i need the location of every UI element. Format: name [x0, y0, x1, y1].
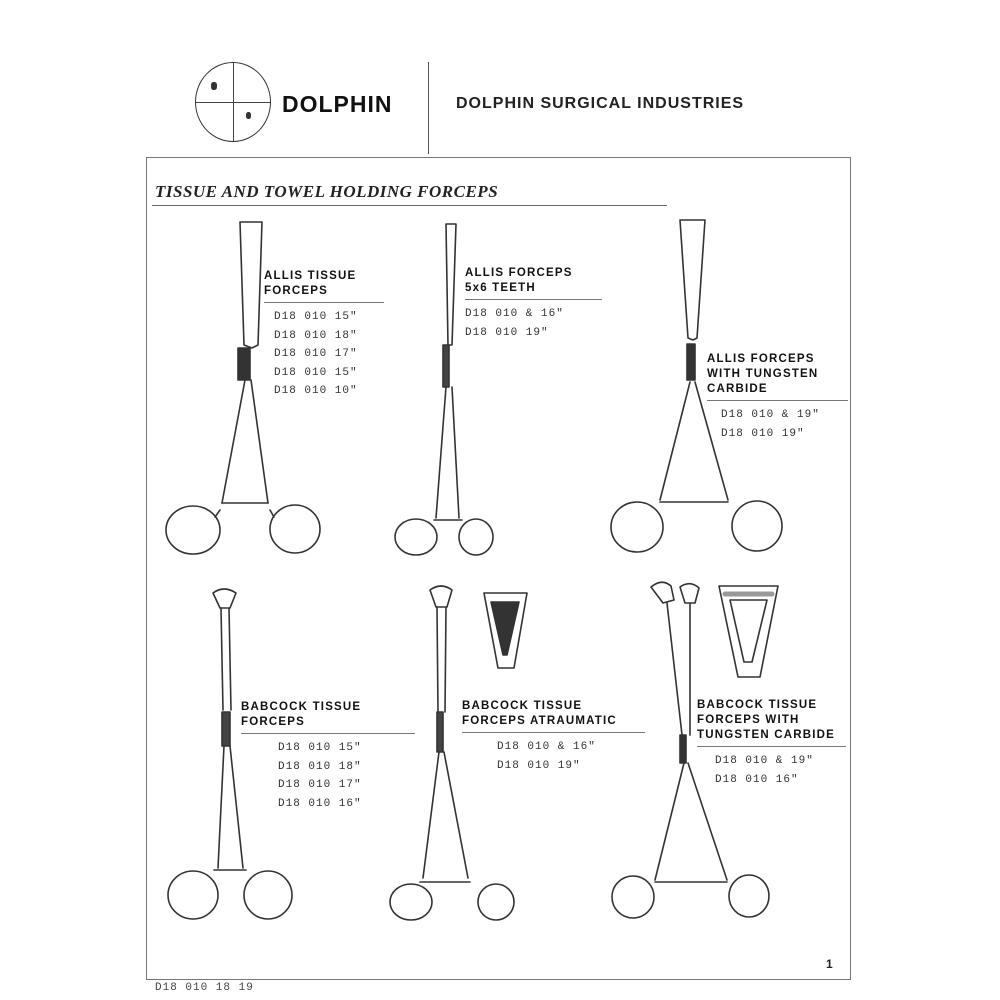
size-code: D18 010 & 19" [715, 755, 814, 767]
size-code: D18 010 19" [721, 427, 805, 440]
page-number: 1 [826, 957, 833, 971]
item-name: BABCOCK TISSUE [462, 700, 583, 712]
item-name: FORCEPS [264, 285, 328, 297]
label-rule [707, 400, 848, 401]
size-code: D18 010 16" [278, 797, 362, 810]
title-rule [152, 205, 667, 206]
size-code: D18 010 19" [465, 326, 549, 339]
item-name: TUNGSTEN CARBIDE [697, 729, 836, 741]
item-name: FORCEPS WITH [697, 714, 800, 726]
label-rule [462, 732, 645, 733]
babcock-tc-drawing [611, 581, 779, 919]
allis-forceps-5x6-drawing [394, 223, 494, 556]
item-name: CARBIDE [707, 383, 768, 395]
item-babcock-tc: BABCOCK TISSUE FORCEPS WITH TUNGSTEN CAR… [697, 698, 846, 789]
allis-forceps-tc-drawing [610, 219, 783, 553]
item-babcock-atraumatic: BABCOCK TISSUE FORCEPS ATRAUMATIC D18 01… [462, 699, 645, 775]
item-name: FORCEPS [241, 716, 305, 728]
dolphin-logo-icon [195, 62, 271, 142]
item-name: BABCOCK TISSUE [241, 701, 362, 713]
section-title: TISSUE AND TOWEL HOLDING FORCEPS [155, 182, 499, 201]
label-rule [465, 299, 602, 300]
size-code: D18 010 & 16" [465, 308, 564, 320]
size-code: D18 010 18" [274, 329, 358, 342]
label-rule [264, 302, 384, 303]
babcock-atraumatic-drawing [389, 585, 528, 921]
size-code: D18 010 15" [274, 366, 358, 379]
item-name: WITH TUNGSTEN [707, 368, 819, 380]
babcock-tissue-forceps-drawing [167, 588, 293, 920]
size-code: D18 010 16" [715, 773, 799, 786]
label-rule [697, 746, 846, 747]
item-name: 5x6 TEETH [465, 282, 536, 294]
size-code: D18 010 15" [278, 742, 362, 754]
size-code: D18 010 & 19" [721, 409, 820, 421]
item-name: ALLIS TISSUE [264, 270, 357, 282]
size-code: D18 010 18" [278, 760, 362, 773]
size-code: D18 010 17" [278, 779, 362, 791]
item-babcock-tissue-forceps: BABCOCK TISSUE FORCEPS D18 010 15" D18 0… [241, 700, 415, 813]
item-name: BABCOCK TISSUE [697, 699, 818, 711]
header-divider [428, 62, 429, 154]
size-code: D18 010 10" [274, 385, 358, 397]
item-allis-forceps-5x6: ALLIS FORCEPS 5x6 TEETH D18 010 & 16" D1… [465, 266, 602, 342]
footer-code: D18 010 18 19 [155, 982, 254, 994]
size-code: D18 010 17" [274, 348, 358, 360]
allis-tissue-forceps-drawing [165, 221, 321, 555]
item-allis-tissue-forceps: ALLIS TISSUE FORCEPS D18 010 15" D18 010… [264, 269, 384, 401]
brand-name: DOLPHIN [282, 91, 393, 117]
item-name: FORCEPS ATRAUMATIC [462, 715, 617, 727]
item-allis-forceps-tc: ALLIS FORCEPS WITH TUNGSTEN CARBIDE D18 … [707, 352, 848, 443]
size-code: D18 010 15" [274, 311, 358, 323]
item-name: ALLIS FORCEPS [707, 353, 815, 365]
label-rule [241, 733, 415, 734]
catalog-frame [146, 157, 851, 980]
company-name: DOLPHIN SURGICAL INDUSTRIES [456, 95, 745, 112]
size-code: D18 010 19" [497, 759, 581, 772]
size-code: D18 010 & 16" [497, 741, 596, 753]
item-name: ALLIS FORCEPS [465, 267, 573, 279]
